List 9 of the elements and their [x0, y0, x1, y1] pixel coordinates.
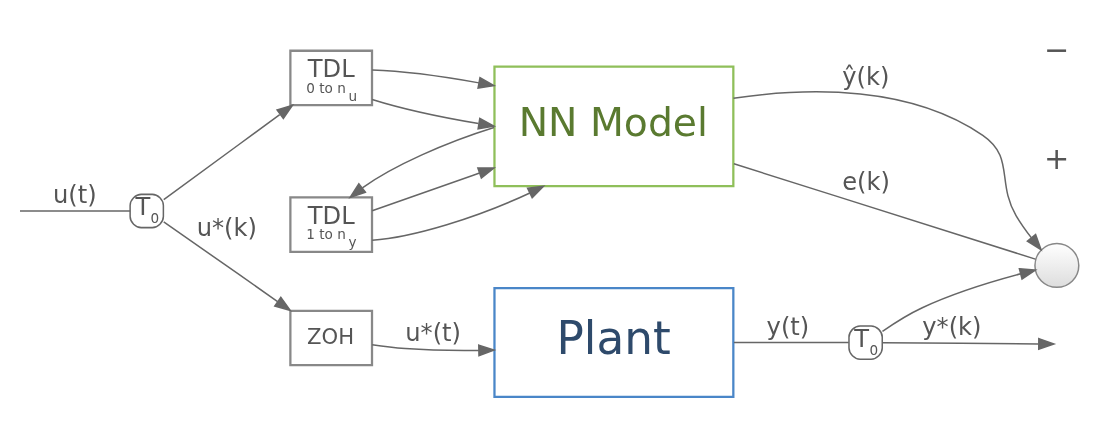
edge-label: u*(k)	[196, 214, 257, 243]
edge-label: u*(t)	[405, 318, 462, 347]
label: +	[1044, 140, 1070, 176]
edge-label: y(t)	[766, 312, 810, 341]
edge-label: ŷ(k)	[842, 63, 890, 92]
label: −	[1044, 31, 1070, 67]
edge-label: e(k)	[842, 167, 890, 196]
edge-label: y*(k)	[922, 312, 982, 341]
edge-label: u(t)	[53, 181, 97, 210]
